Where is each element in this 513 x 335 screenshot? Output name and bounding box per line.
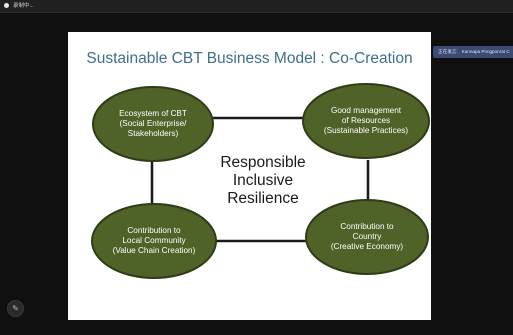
center-line: Responsible: [220, 154, 306, 171]
center-concept: Responsible Inclusive Resilience: [198, 154, 328, 208]
oval-line: (Social Enterprise/: [119, 119, 187, 128]
oval-line: Country: [352, 232, 382, 241]
oval-top-right: [302, 83, 430, 159]
recording-indicator[interactable]: 录制中...: [13, 3, 35, 9]
center-line: Inclusive: [232, 172, 294, 189]
slide-diagram: [91, 83, 430, 279]
oval-text-top-right: Good management of Resources (Sustainabl…: [303, 106, 429, 136]
recording-dot-icon: [4, 3, 9, 8]
oval-text-bottom-left: Contribution to Local Community (Value C…: [92, 226, 216, 256]
oval-line: Stakeholders): [127, 129, 179, 138]
oval-line: Good management: [330, 106, 402, 115]
oval-line: of Resources: [341, 116, 391, 125]
oval-text-bottom-right: Contribution to Country (Creative Econom…: [306, 222, 428, 252]
speaker-name: Kannapa Pongponrat C: [461, 49, 510, 54]
meeting-top-bar: 录制中...: [0, 0, 513, 13]
pencil-icon: ✎: [12, 304, 19, 313]
oval-line: (Creative Economy): [330, 242, 404, 251]
oval-text-top-left: Ecosystem of CBT (Social Enterprise/ Sta…: [93, 109, 213, 139]
oval-line: Ecosystem of CBT: [119, 109, 187, 118]
oval-top-left: [92, 86, 214, 162]
slide-title: Sustainable CBT Business Model : Co-Crea…: [86, 50, 413, 67]
annotate-button[interactable]: ✎: [7, 300, 24, 317]
oval-line: (Value Chain Creation): [112, 246, 196, 255]
shared-slide: Sustainable CBT Business Model : Co-Crea…: [68, 32, 431, 320]
center-line: Resilience: [227, 190, 299, 207]
speaker-label: 正在发言:: [438, 49, 458, 54]
oval-line: Local Community: [122, 236, 186, 245]
active-speaker-tag: 正在发言:Kannapa Pongponrat C: [433, 46, 513, 58]
oval-bottom-left: [91, 203, 217, 279]
oval-line: Contribution to: [127, 226, 181, 235]
oval-line: Contribution to: [340, 222, 394, 231]
oval-line: (Sustainable Practices): [323, 126, 409, 135]
oval-bottom-right: [305, 199, 429, 275]
